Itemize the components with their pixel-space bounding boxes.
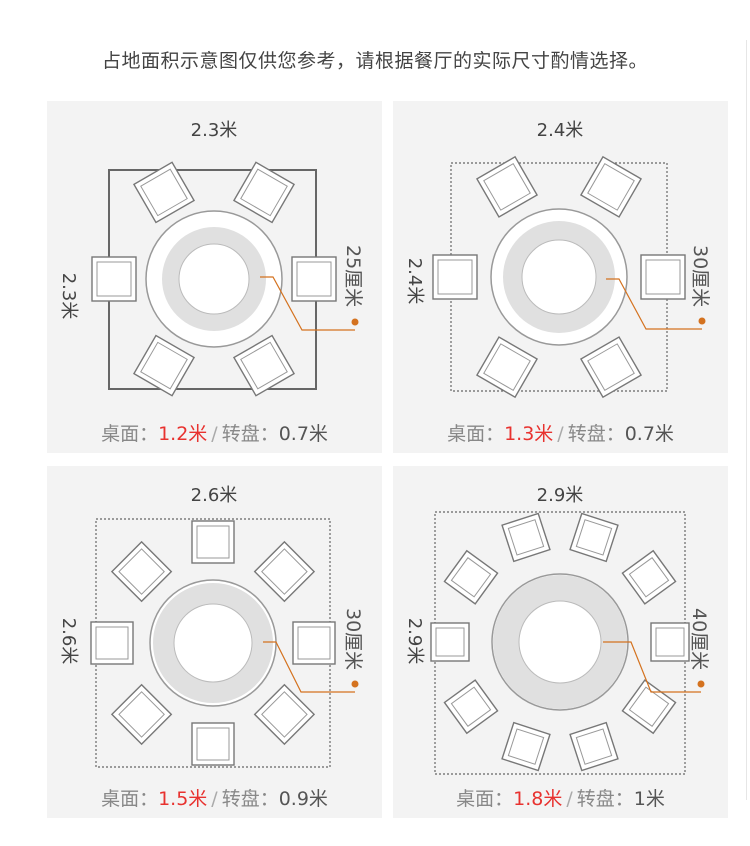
chair	[110, 683, 173, 746]
turntable-size: 0.7米	[278, 423, 328, 445]
table-size: 1.2米	[158, 423, 208, 445]
chair	[91, 256, 137, 302]
turntable-label: 转盘：	[567, 423, 625, 445]
chair	[191, 520, 235, 564]
separator: /	[566, 788, 573, 810]
table-size: 1.5米	[158, 788, 208, 810]
dimension-leader	[263, 641, 355, 693]
chair	[650, 622, 690, 662]
separator: /	[557, 423, 564, 445]
chair	[579, 155, 643, 218]
page-heading: 占地面积示意图仅供您参考，请根据餐厅的实际尺寸酌情选择。	[101, 50, 648, 72]
top-size-label: 2.6米	[191, 485, 238, 506]
chair	[232, 161, 296, 224]
turntable-label: 转盘：	[221, 788, 279, 810]
layout-card-3: 2.6米 2.6米 30厘米 桌面：1.5米/转盘：0.9米	[47, 466, 382, 818]
separator: /	[211, 788, 218, 810]
layout-card-1: 2.3米 2.3米 25厘米 桌面：1.2米/转盘：0.7米	[47, 101, 382, 453]
chair	[132, 161, 196, 224]
chair	[621, 549, 677, 605]
table-top-label: 桌面：	[101, 788, 159, 810]
floor-plan-2: 2.4米 2.4米 30厘米	[404, 120, 711, 399]
top-size-label: 2.9米	[537, 485, 584, 506]
side-size-label: 2.6米	[58, 618, 79, 665]
note-label: 40厘米	[688, 608, 710, 670]
note-label: 30厘米	[342, 608, 364, 670]
turntable-center	[518, 600, 602, 684]
chair	[232, 334, 296, 397]
chair	[132, 334, 196, 397]
side-size-label: 2.9米	[404, 618, 425, 665]
note-label: 30厘米	[689, 245, 711, 307]
chair	[640, 254, 686, 300]
chair-group	[430, 512, 690, 772]
side-size-label: 2.4米	[404, 258, 425, 305]
dimension-dot	[698, 317, 706, 325]
dimension-dot	[697, 680, 705, 688]
chair	[443, 679, 499, 735]
divider	[746, 40, 747, 800]
floor-plan-4: 2.9米 2.9米 40厘米	[404, 485, 710, 775]
table-top-label: 桌面：	[101, 423, 159, 445]
chair	[90, 621, 134, 665]
layout-card-4: 2.9米 2.9米 40厘米 桌面：1.8米/转盘：1米	[393, 466, 728, 818]
dimension-leader	[260, 276, 355, 331]
floor-plan-3: 2.6米 2.6米 30厘米	[58, 485, 364, 768]
chair	[475, 155, 539, 218]
chair-group	[91, 161, 337, 397]
chair	[110, 540, 173, 603]
chair	[621, 679, 677, 735]
note-label: 25厘米	[342, 245, 364, 307]
turntable-center	[173, 603, 253, 683]
top-size-label: 2.3米	[191, 120, 238, 141]
chair	[569, 512, 619, 563]
spec-caption: 桌面：1.2米/转盘：0.7米	[47, 419, 382, 446]
chair	[501, 512, 551, 563]
chair	[430, 622, 470, 662]
turntable-center	[521, 239, 597, 315]
chair	[569, 721, 619, 772]
layout-card-2: 2.4米 2.4米 30厘米 桌面：1.3米/转盘：0.7米	[393, 101, 728, 453]
floor-plan-1: 2.3米 2.3米 25厘米	[58, 120, 364, 397]
dimension-dot	[351, 318, 359, 326]
table-size: 1.3米	[504, 423, 554, 445]
chair	[291, 256, 337, 302]
chair	[292, 621, 336, 665]
chair-group	[432, 155, 686, 399]
dimension-leader	[603, 641, 701, 693]
turntable-center	[178, 243, 250, 315]
chair-group	[90, 520, 336, 766]
turntable-label: 转盘：	[576, 788, 634, 810]
chair	[253, 540, 316, 603]
chair	[432, 254, 478, 300]
top-size-label: 2.4米	[537, 120, 584, 141]
chair	[501, 721, 551, 772]
table-size: 1.8米	[513, 788, 563, 810]
chair	[253, 683, 316, 746]
spec-caption: 桌面：1.8米/转盘：1米	[393, 784, 728, 811]
turntable-size: 1米	[633, 788, 665, 810]
chair	[191, 722, 235, 766]
turntable-size: 0.9米	[278, 788, 328, 810]
chair	[475, 336, 539, 399]
dimension-dot	[351, 680, 359, 688]
side-size-label: 2.3米	[58, 273, 79, 320]
dimension-leader	[606, 278, 702, 330]
turntable-label: 转盘：	[221, 423, 279, 445]
table-top-label: 桌面：	[456, 788, 514, 810]
spec-caption: 桌面：1.5米/转盘：0.9米	[47, 784, 382, 811]
spec-caption: 桌面：1.3米/转盘：0.7米	[393, 419, 728, 446]
turntable-size: 0.7米	[624, 423, 674, 445]
chair	[579, 336, 643, 399]
chair	[443, 549, 499, 605]
separator: /	[211, 423, 218, 445]
table-top-label: 桌面：	[447, 423, 505, 445]
